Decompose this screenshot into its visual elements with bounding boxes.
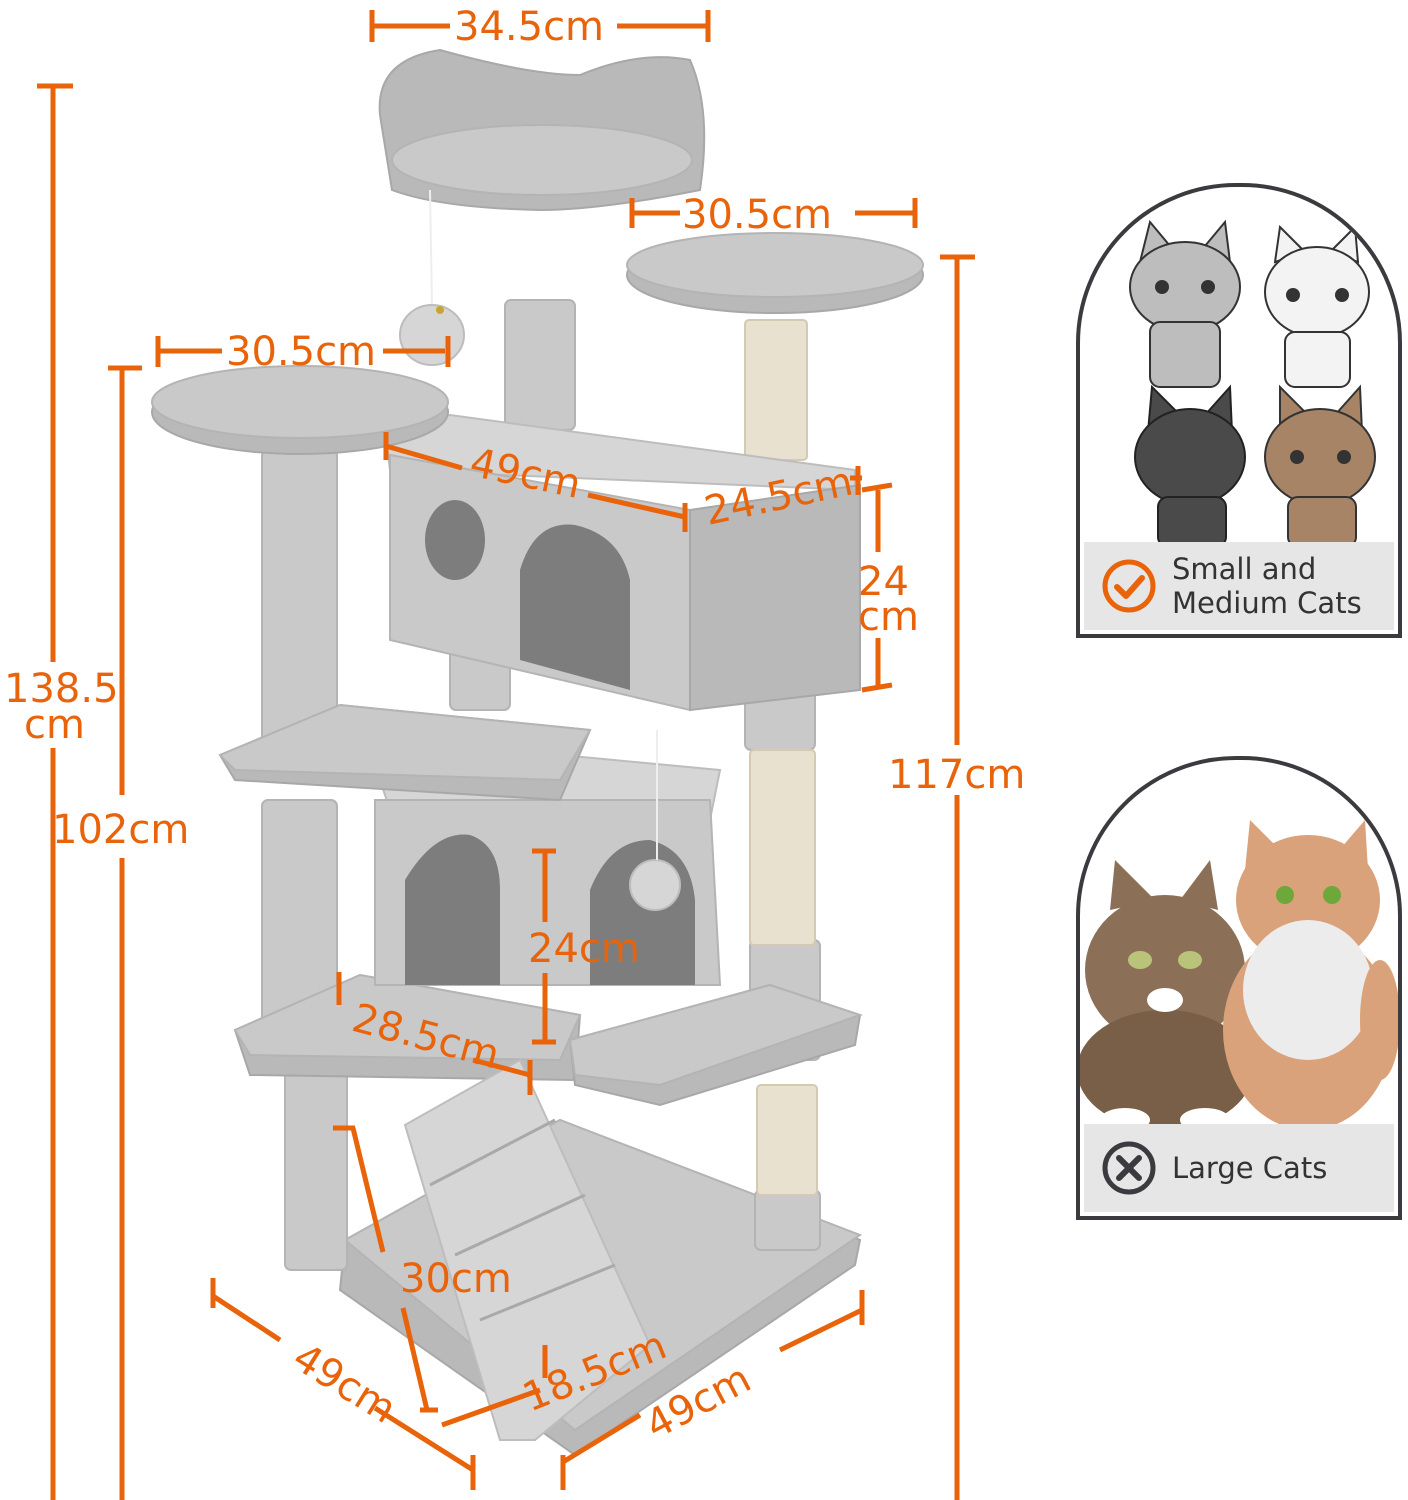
ramp [403,1058,652,1441]
unsuitable-cats-badge: Large Cats [1076,756,1402,1220]
lower-condo-height-label: 24cm [528,926,640,972]
upper-condo-height-label-line1: 24 [858,559,909,605]
orange-longhair-cat-icon [1223,820,1398,1130]
suitable-cats-badge: Small and Medium Cats [1076,183,1402,638]
upper-condo [383,413,861,712]
maine-coon-tabby-icon [1080,860,1253,1132]
brown-tabby-cat-icon [1264,384,1376,547]
large-cats-illustration [1080,820,1398,1132]
middle-platform [218,703,592,802]
top-perch-width-label: 34.5cm [454,4,604,50]
total-height-label-line1: 138.5 [4,666,119,712]
x-circle-icon [1102,1141,1156,1195]
dimension-lines [37,10,975,1500]
black-cat-icon [1134,384,1246,547]
right-platform-width-label: 30.5cm [682,192,832,238]
left-perch-platform [151,365,449,455]
right-platform-height-label: 117cm [888,752,1025,798]
sisal-scratching-posts [744,319,818,1196]
suitable-label-line2: Medium Cats [1172,586,1362,620]
unsuitable-cats-footer: Large Cats [1084,1124,1394,1212]
total-height-label-line2: cm [24,702,85,748]
left-platform-height-label: 102cm [52,807,189,853]
right-perch-platform [626,232,924,314]
suitable-label-line1: Small and [1172,552,1317,586]
small-medium-cats-illustration [1129,219,1376,547]
ramp-length-label: 30cm [400,1256,512,1302]
suitable-cats-footer: Small and Medium Cats [1084,542,1394,630]
left-platform-width-label: 30.5cm [226,329,376,375]
white-tabby-cat-icon [1264,224,1370,388]
gray-cat-icon [1129,219,1241,388]
support-posts [261,299,821,1271]
base-width-left-label: 49cm [285,1334,404,1432]
lower-platform [233,973,864,1107]
upper-condo-height-label-line2: cm [858,594,919,640]
unsuitable-label: Large Cats [1172,1151,1328,1185]
check-circle-icon [1102,559,1156,613]
